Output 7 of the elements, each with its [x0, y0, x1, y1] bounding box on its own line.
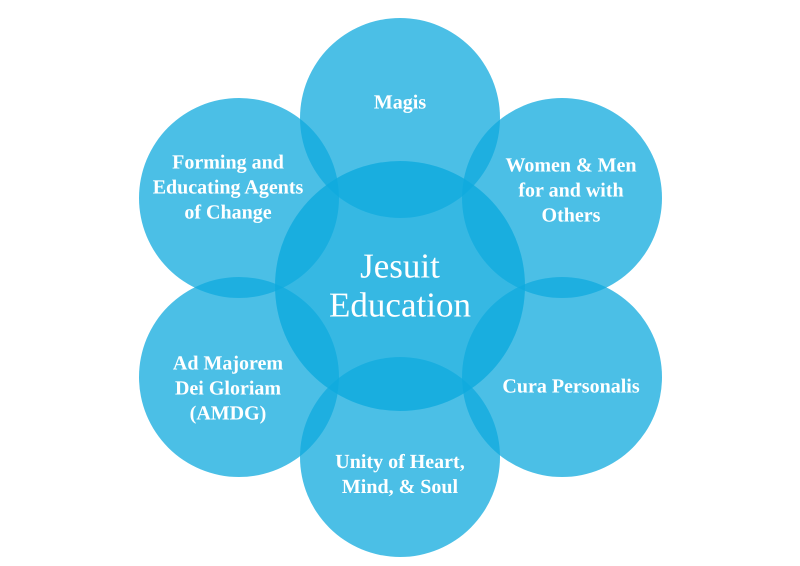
circle-label: Cura Personalis: [501, 374, 641, 400]
circle-label: Unity of Heart, Mind, & Soul: [334, 450, 466, 500]
circle-label: Ad Majorem Dei Gloriam (AMDG): [172, 352, 284, 426]
circle-label: Forming and Educating Agents of Change: [152, 150, 304, 226]
center-label: Jesuit Education: [328, 248, 472, 324]
circle-label: Magis: [372, 90, 428, 116]
circle-label: Women & Men for and with Others: [504, 154, 638, 228]
